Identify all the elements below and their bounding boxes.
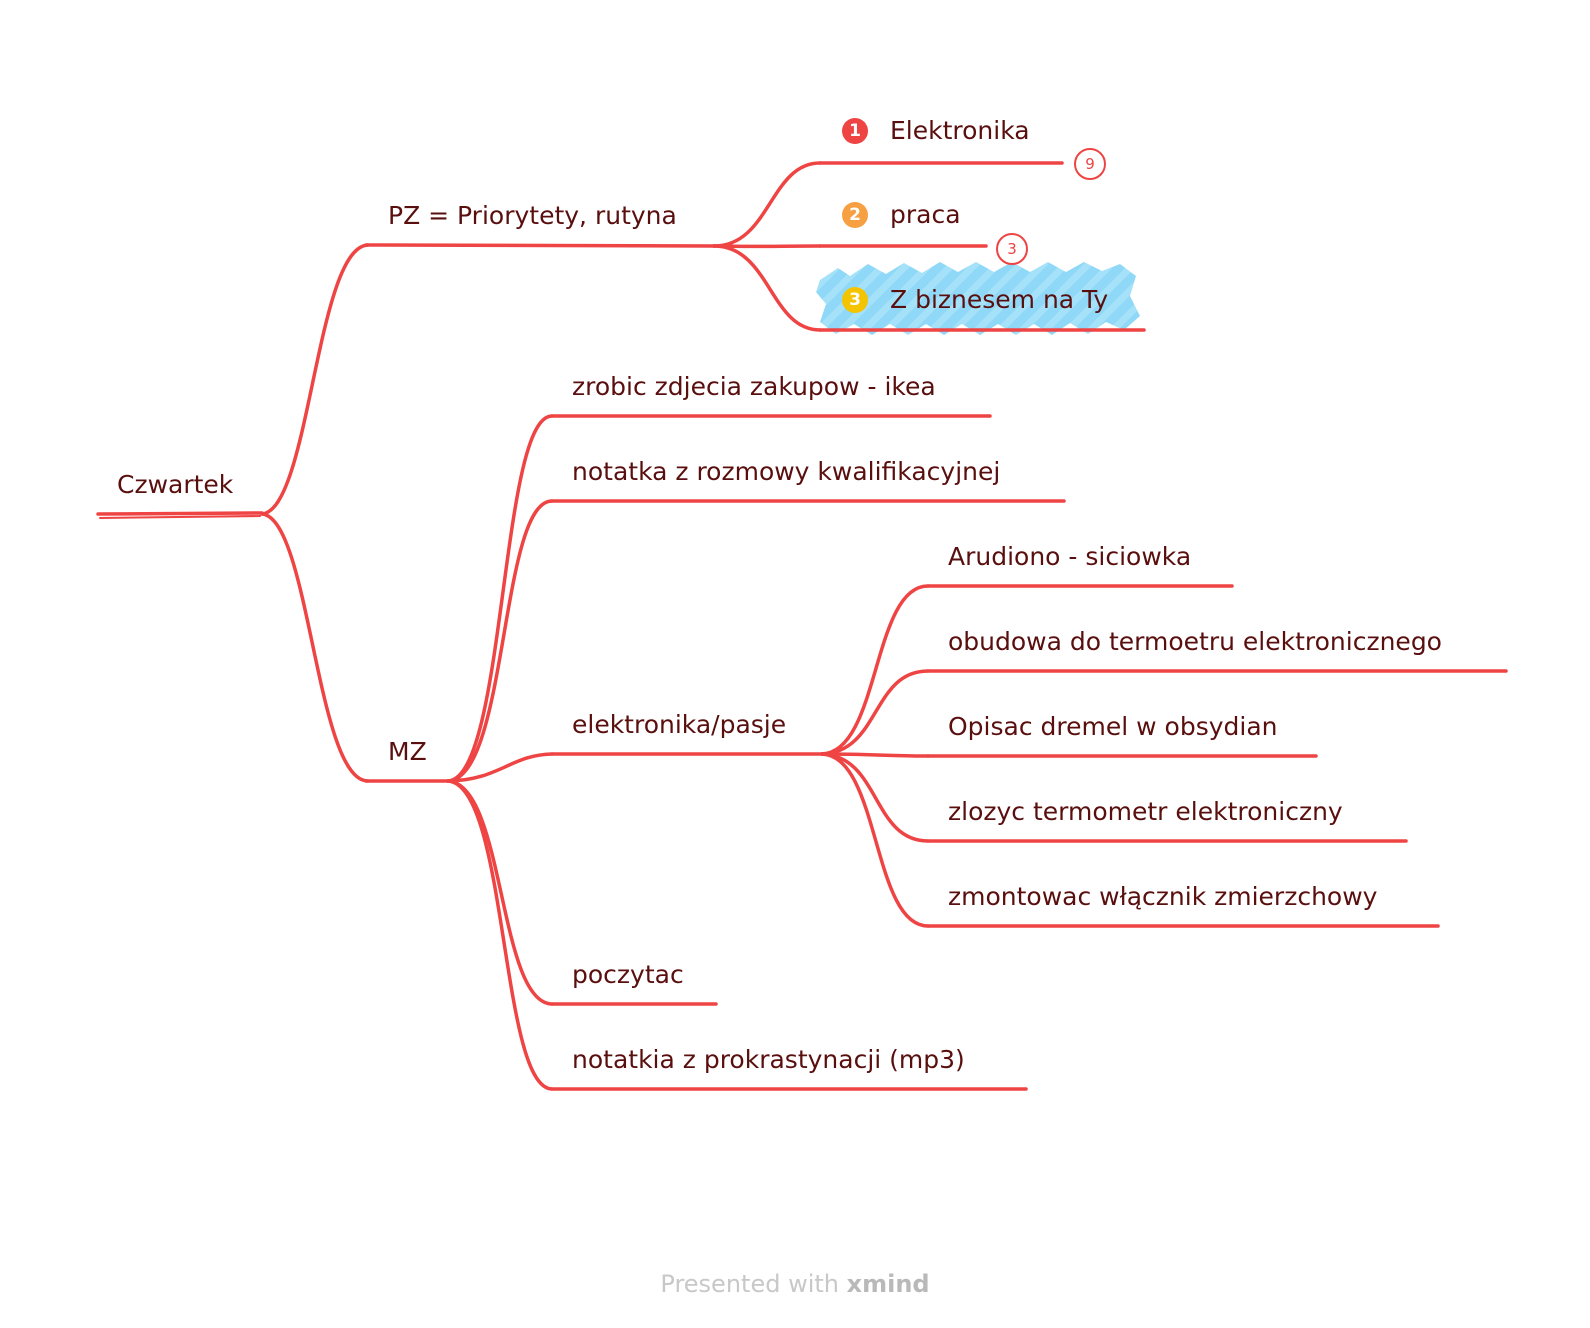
topic-elektronika[interactable]: Elektronika [890,116,1030,145]
footer-prefix: Presented with [660,1270,839,1298]
root-topic[interactable]: Czwartek [117,470,234,499]
priority-1-icon: 1 [842,118,868,144]
collapsed-count-badge[interactable]: 3 [996,233,1028,265]
topic-poczytac[interactable]: poczytac [572,960,684,989]
xmind-logo-text: xmind [846,1270,930,1298]
highlight-scribble [816,262,1140,335]
topic-obudowa[interactable]: obudowa do termoetru elektronicznego [948,627,1442,656]
topic-zrobic-zdjecia[interactable]: zrobic zdjecia zakupow - ikea [572,372,936,401]
branch-lines [96,161,1508,1091]
topic-zlozyc-termometr[interactable]: zlozyc termometr elektroniczny [948,797,1343,826]
topic-opisac-dremel[interactable]: Opisac dremel w obsydian [948,712,1278,741]
topic-zmontowac[interactable]: zmontowac włącznik zmierzchowy [948,882,1378,911]
topic-elektronika-pasje[interactable]: elektronika/pasje [572,710,787,739]
priority-2-icon: 2 [842,202,868,228]
topic-notatka-rozmowy[interactable]: notatka z rozmowy kwalifikacyjnej [572,457,1001,486]
topic-arudiono[interactable]: Arudiono - siciowka [948,542,1192,571]
collapsed-count-badge[interactable]: 9 [1074,148,1106,180]
branch-pz[interactable]: PZ = Priorytety, rutyna [388,201,677,230]
branch-mz[interactable]: MZ [388,737,427,766]
topic-notatkia-prokrastynacji[interactable]: notatkia z prokrastynacji (mp3) [572,1045,965,1074]
presented-with-footer[interactable]: Presented with xmind [0,1270,1590,1298]
topic-praca[interactable]: praca [890,200,961,229]
topic-z-biznesem-na-ty[interactable]: Z biznesem na Ty [890,285,1109,314]
priority-3-icon: 3 [842,287,868,313]
